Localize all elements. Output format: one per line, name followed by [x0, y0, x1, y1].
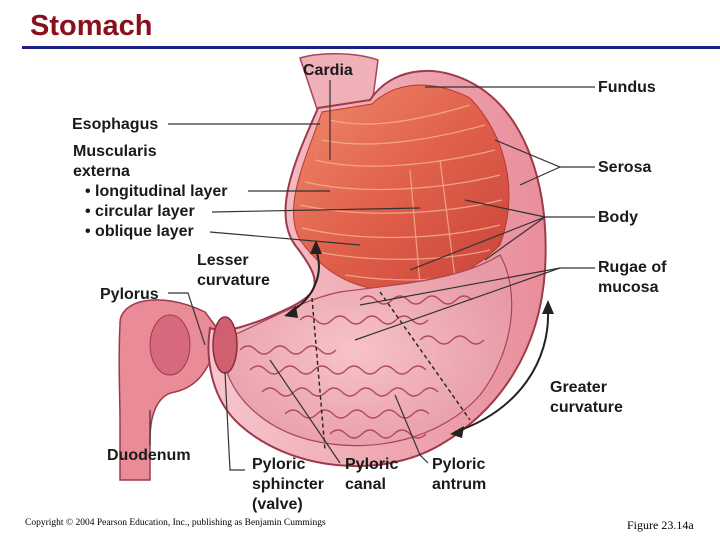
label-pylorus: Pylorus: [100, 286, 159, 303]
greater-arrow-head-bottom: [450, 426, 464, 438]
label-sphincter-line1: Pyloric: [252, 456, 306, 473]
label-greater-line1: Greater: [550, 379, 607, 396]
figure-label: Figure 23.14a: [627, 518, 694, 532]
lesser-arrow-head-bottom: [284, 306, 298, 318]
label-canal-line1: Pyloric: [345, 456, 399, 473]
label-rugae-line1: Rugae of: [598, 259, 667, 276]
label-lesser-line1: Lesser: [197, 252, 249, 269]
label-antrum-line2: antrum: [432, 476, 487, 493]
label-lesser-curvature: Lesser curvature: [197, 251, 270, 291]
label-serosa: Serosa: [598, 159, 652, 176]
label-antrum-line1: Pyloric: [432, 456, 486, 473]
label-muscularis-line1: Muscularis: [73, 143, 157, 160]
label-greater-curvature: Greater curvature: [550, 378, 623, 418]
label-oblique-layer: • oblique layer: [85, 223, 194, 240]
label-greater-line2: curvature: [550, 399, 623, 416]
pyloric-sphincter-shape: [212, 316, 238, 374]
label-longitudinal-layer: • longitudinal layer: [85, 183, 228, 200]
duodenum-shape: [118, 299, 223, 481]
region-dividers: [311, 291, 471, 451]
label-esophagus: Esophagus: [72, 116, 159, 133]
leader-lines: [149, 80, 595, 471]
page-title: Stomach: [30, 10, 153, 42]
label-cardia: Cardia: [303, 62, 353, 79]
label-muscularis-externa: Muscularis externa: [73, 142, 157, 182]
copyright-notice: Copyright © 2004 Pearson Education, Inc.…: [25, 518, 326, 528]
label-pyloric-canal: Pyloric canal: [345, 455, 398, 495]
lesser-arrow-head-top: [310, 240, 322, 254]
label-duodenum: Duodenum: [107, 447, 191, 464]
label-fundus: Fundus: [598, 79, 656, 96]
label-sphincter-line2: sphincter: [252, 476, 325, 493]
label-pyloric-antrum: Pyloric antrum: [432, 455, 486, 495]
label-sphincter-line3: (valve): [252, 496, 303, 513]
label-circular-layer: • circular layer: [85, 203, 195, 220]
greater-arrow-head-top: [542, 300, 554, 314]
label-lesser-line2: curvature: [197, 272, 270, 289]
label-canal-line2: canal: [345, 476, 386, 493]
label-rugae-of-mucosa: Rugae of mucosa: [598, 258, 666, 298]
label-rugae-line2: mucosa: [598, 279, 659, 296]
mucosa-interior: [221, 254, 513, 447]
label-muscularis-line2: externa: [73, 163, 130, 180]
muscle-fibers: [299, 104, 503, 286]
label-body: Body: [598, 209, 638, 226]
title-rule: [22, 46, 720, 49]
label-pyloric-sphincter: Pyloric sphincter (valve): [252, 455, 324, 515]
